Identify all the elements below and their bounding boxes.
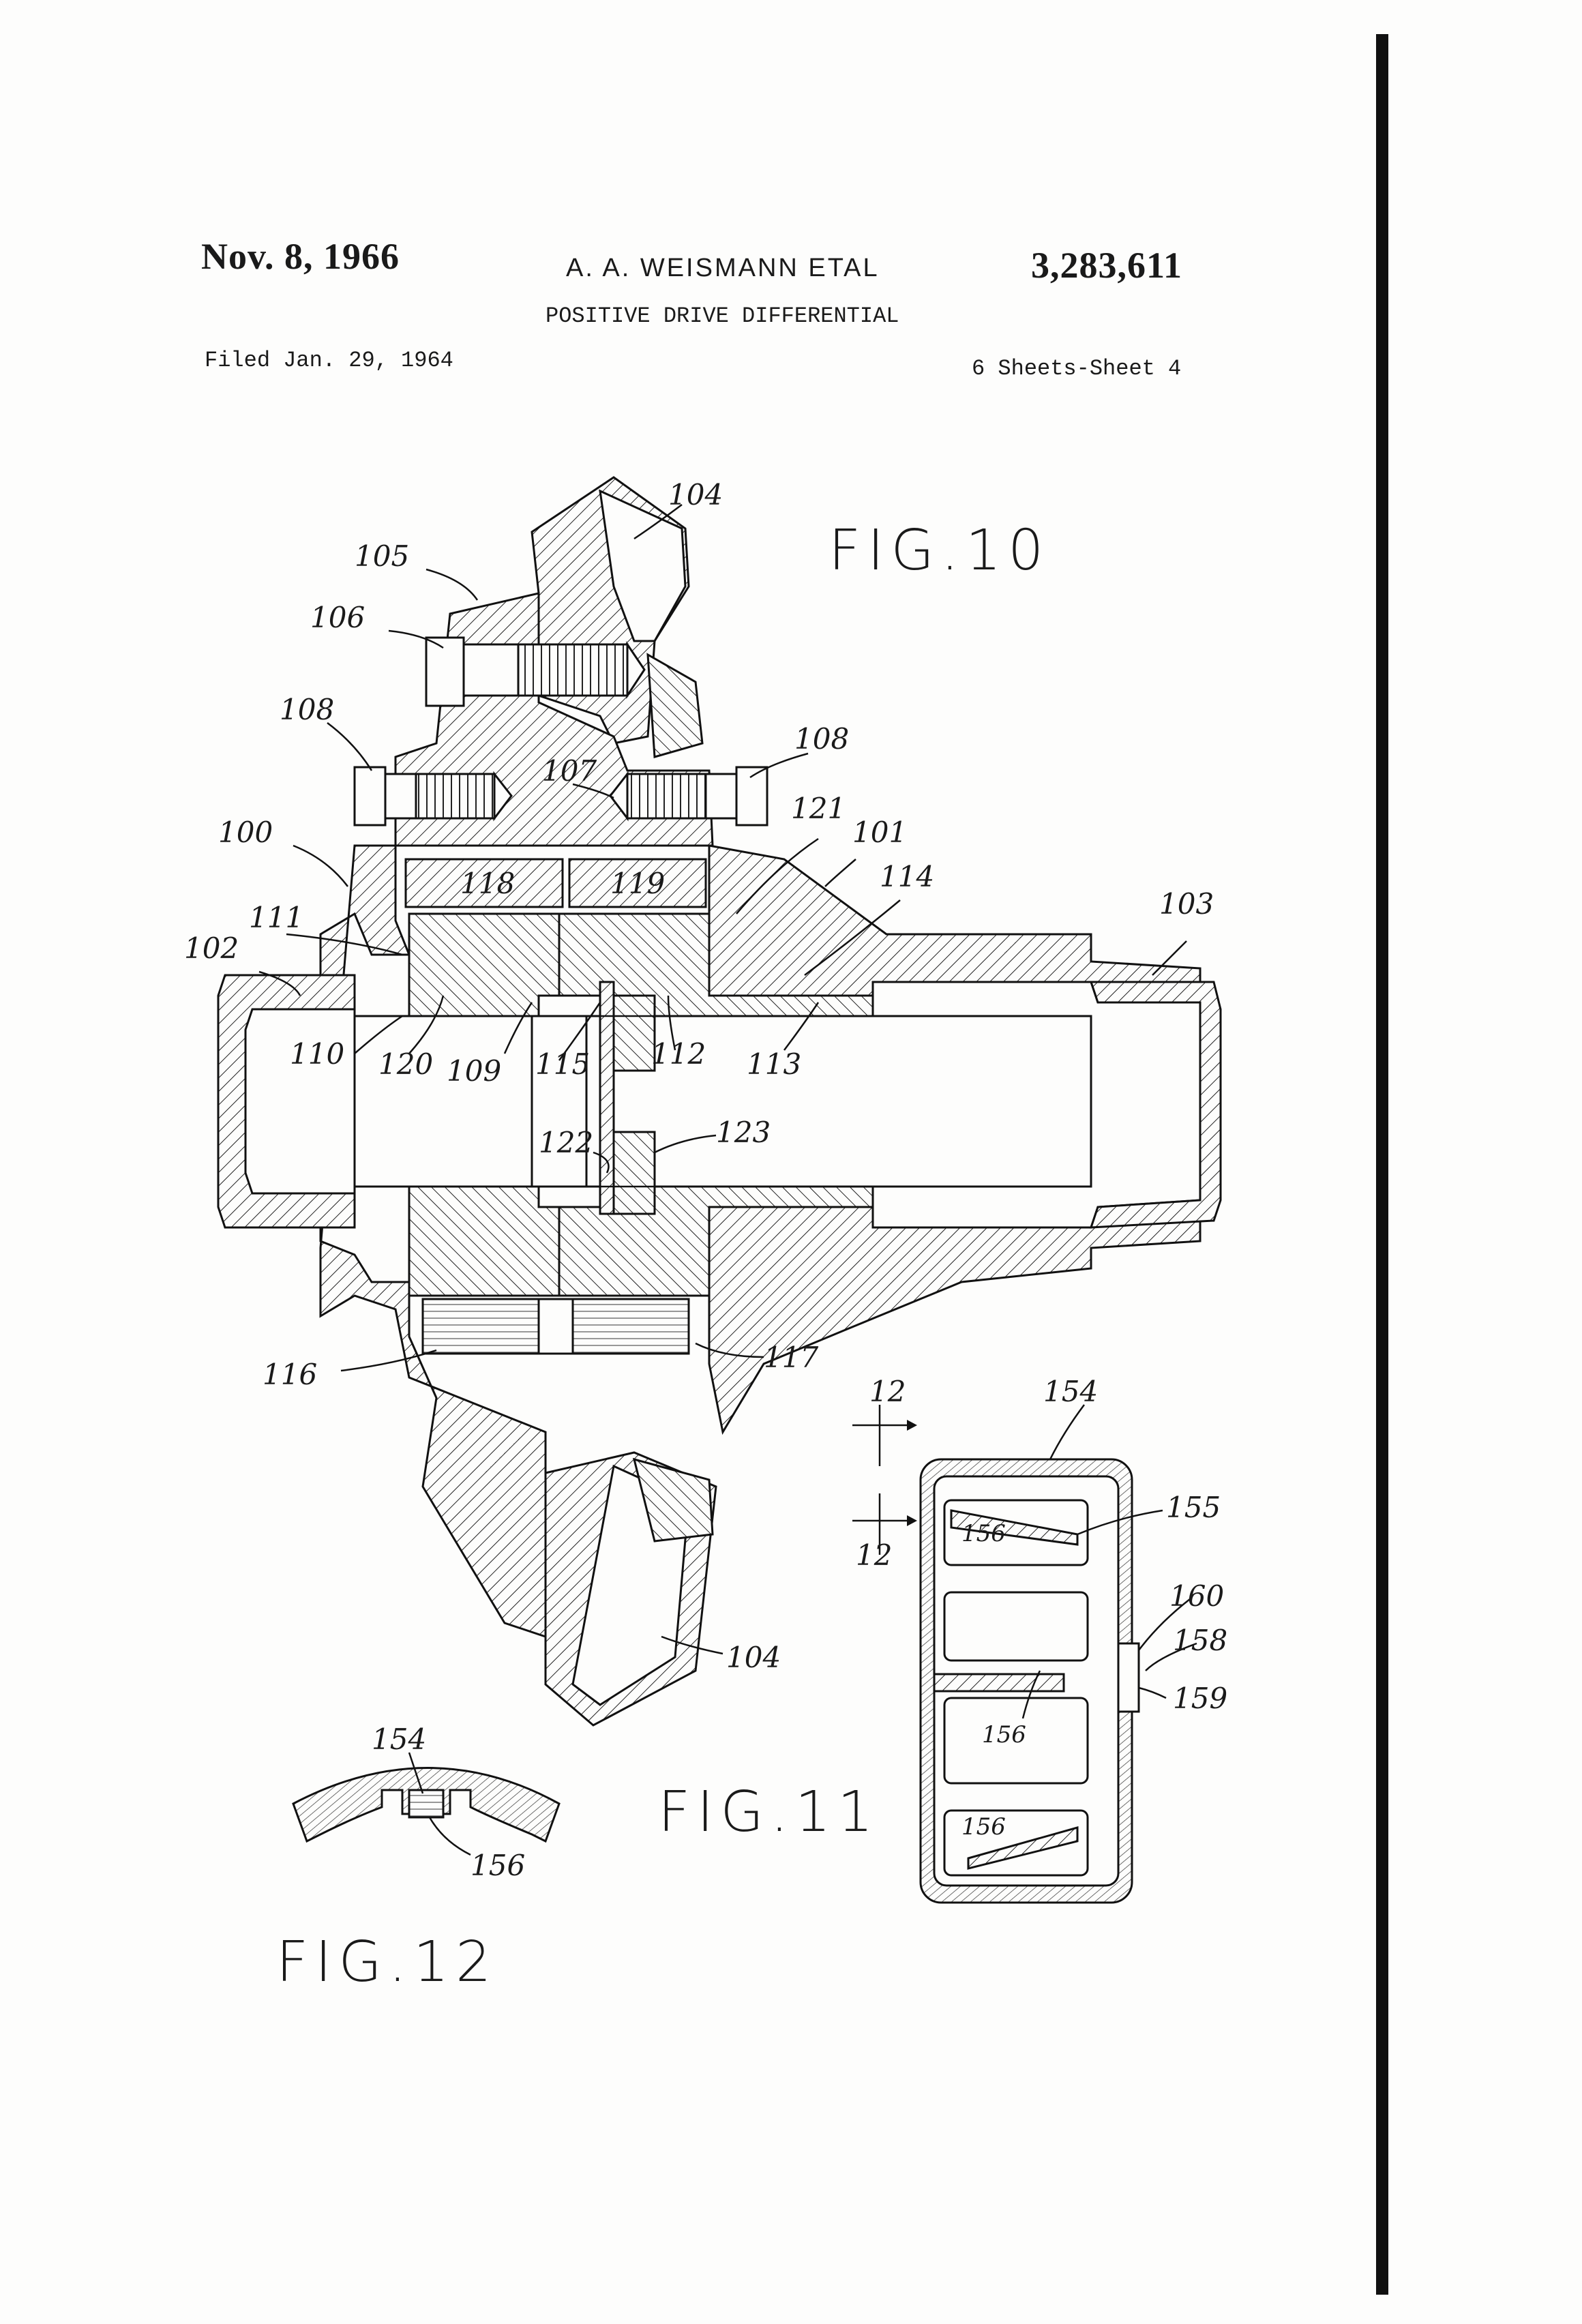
fig12-drawing (293, 1768, 559, 1842)
ref-108-left: 108 (280, 693, 334, 726)
ref-104-top: 104 (668, 478, 723, 511)
ref-12-top: 12 (869, 1375, 906, 1408)
ref-156-b: 156 (982, 1721, 1026, 1748)
fig12-label: FIG.12 (276, 1930, 498, 1995)
ref-113: 113 (747, 1047, 801, 1081)
ref-121: 121 (791, 792, 846, 825)
ref-108-right: 108 (794, 722, 849, 756)
ref-160: 160 (1169, 1579, 1224, 1613)
fig11-label: FIG.11 (658, 1780, 880, 1845)
ref-100: 100 (218, 816, 273, 849)
ref-106: 106 (310, 601, 365, 634)
ref-116: 116 (263, 1358, 317, 1391)
ref-120: 120 (378, 1047, 433, 1081)
ref-158: 158 (1173, 1624, 1227, 1657)
ref-109: 109 (447, 1054, 501, 1088)
ref-115: 115 (535, 1047, 590, 1081)
ref-117: 117 (764, 1341, 818, 1374)
ref-159: 159 (1173, 1682, 1227, 1715)
ref-12-bottom: 12 (856, 1538, 892, 1572)
ref-110: 110 (290, 1037, 344, 1071)
ref-107: 107 (542, 754, 597, 788)
ref-156-fig12: 156 (471, 1849, 525, 1882)
ref-156-a: 156 (961, 1520, 1006, 1547)
ref-101: 101 (852, 816, 907, 849)
ref-155: 155 (1166, 1491, 1221, 1524)
ref-122: 122 (539, 1126, 593, 1159)
ref-105: 105 (355, 539, 409, 573)
ref-111: 111 (249, 901, 303, 934)
ref-156-c: 156 (961, 1813, 1006, 1841)
ref-154-fig12: 154 (372, 1723, 426, 1756)
ref-154-fig11: 154 (1043, 1375, 1098, 1408)
ref-118: 118 (460, 867, 515, 900)
ref-112: 112 (651, 1037, 706, 1071)
ref-103: 103 (1159, 887, 1214, 921)
ref-123: 123 (716, 1116, 771, 1149)
ref-104-bottom: 104 (726, 1641, 781, 1674)
ref-114: 114 (880, 860, 934, 893)
fig10-label: FIG.10 (829, 518, 1050, 583)
ref-102: 102 (184, 932, 239, 965)
ref-119: 119 (610, 867, 665, 900)
